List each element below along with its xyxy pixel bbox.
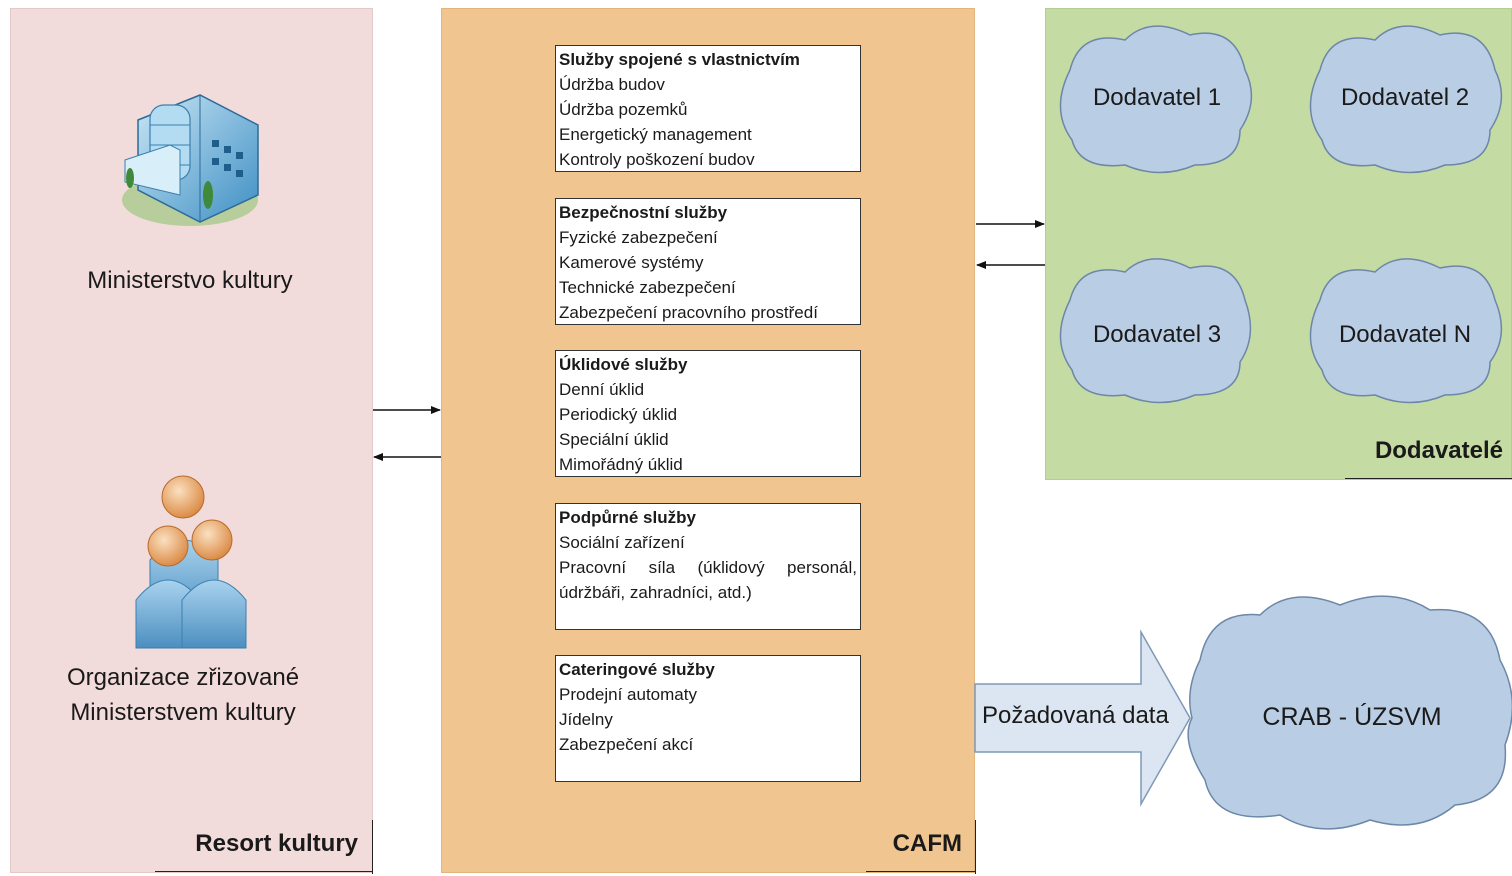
service-item: Jídelny: [559, 710, 613, 729]
service-item: Mimořádný úklid: [559, 455, 683, 474]
resort-label: Resort kultury: [195, 830, 358, 857]
service-item: Zabezpečení akcí: [559, 735, 694, 754]
resort-label-edge: [372, 820, 373, 874]
service-group-title: Cateringové služby: [559, 660, 715, 679]
service-item: Energetický management: [559, 125, 752, 144]
service-item: Sociální zařízení: [559, 533, 685, 552]
service-item: Kamerové systémy: [559, 253, 704, 272]
service-item: Kontroly poškození budov: [559, 150, 755, 169]
service-group-catering: Cateringové služby Prodejní automaty Jíd…: [555, 655, 861, 782]
service-group-title: Bezpečnostní služby: [559, 203, 728, 222]
cloud-icon-crab: [1187, 595, 1512, 830]
service-item: Fyzické zabezpečení: [559, 228, 718, 247]
service-group-title: Úklidové služby: [559, 355, 688, 374]
resort-label-divider: [155, 871, 373, 872]
cloud-icon-dodavatel-3: [1059, 258, 1252, 404]
supplier-2-label: Dodavatel 2: [1340, 84, 1470, 111]
supplier-n-label: Dodavatel N: [1338, 321, 1472, 348]
suppliers-label-divider: [1345, 478, 1512, 479]
service-item: Zabezpečení pracovního prostředí: [559, 303, 818, 322]
service-item: Technické zabezpečení: [559, 278, 736, 297]
data-arrow: [974, 629, 1191, 807]
cafm-label: CAFM: [892, 830, 962, 857]
service-group-security: Bezpečnostní služby Fyzické zabezpečení …: [555, 198, 861, 325]
service-group-cleaning: Úklidové služby Denní úklid Periodický ú…: [555, 350, 861, 477]
people-icon: [135, 475, 247, 649]
cafm-label-edge: [975, 820, 976, 874]
service-group-ownership: Služby spojené s vlastnictvím Údržba bud…: [555, 45, 861, 172]
supplier-1-label: Dodavatel 1: [1092, 84, 1222, 111]
service-item: Údržba budov: [559, 75, 665, 94]
service-item: Periodický úklid: [559, 405, 678, 424]
cafm-label-divider: [866, 871, 976, 872]
service-item: Speciální úklid: [559, 430, 669, 449]
service-group-title: Podpůrné služby: [559, 508, 696, 527]
building-icon: [122, 94, 259, 226]
service-item: Pracovní síla (úklidový personál, údržbá…: [559, 558, 857, 602]
service-item: Údržba pozemků: [559, 100, 688, 119]
cloud-icon-dodavatel-2: [1309, 25, 1503, 174]
service-item: Denní úklid: [559, 380, 645, 399]
ministry-caption: Ministerstvo kultury: [87, 267, 293, 294]
service-group-title: Služby spojené s vlastnictvím: [559, 50, 800, 69]
cloud-icon-dodavatel-1: [1059, 25, 1253, 174]
crab-label: CRAB - ÚZSVM: [1262, 703, 1442, 731]
service-group-support: Podpůrné služby Sociální zařízení Pracov…: [555, 503, 861, 630]
organizations-caption: Organizace zřizované Ministerstvem kultu…: [66, 664, 300, 726]
service-item: Prodejní automaty: [559, 685, 697, 704]
suppliers-label: Dodavatelé: [1374, 437, 1503, 464]
cloud-icon-dodavatel-n: [1309, 258, 1503, 404]
data-arrow-label: Požadovaná data: [982, 702, 1169, 729]
supplier-3-label: Dodavatel 3: [1092, 321, 1222, 348]
